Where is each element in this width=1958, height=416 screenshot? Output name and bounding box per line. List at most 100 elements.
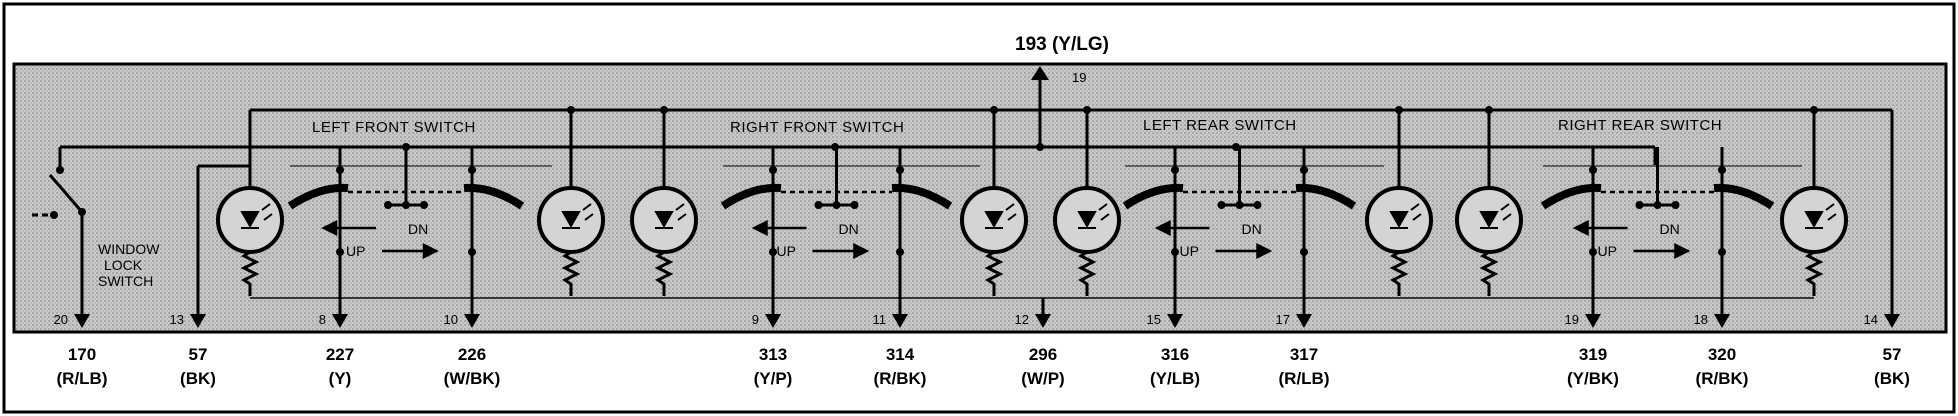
down-arrow-icon xyxy=(74,314,90,328)
down-arrow-icon xyxy=(1585,314,1601,328)
left-rear-switch-label: LEFT REAR SWITCH xyxy=(1143,117,1297,134)
pin-number: 15 xyxy=(1147,312,1161,327)
resistor-icon xyxy=(1389,250,1409,296)
window-lock-label-1: WINDOW xyxy=(98,241,160,257)
dn-label: DN xyxy=(839,221,859,237)
wire-number: 57 xyxy=(1883,345,1902,364)
up-arrow-icon xyxy=(1031,66,1049,80)
diode-icon xyxy=(984,211,1004,229)
down-arrow-icon xyxy=(1296,314,1312,328)
wire-color: (BK) xyxy=(180,369,216,388)
pin-number: 14 xyxy=(1864,312,1878,327)
indicator-lamp xyxy=(1053,110,1121,296)
wire-number: 316 xyxy=(1161,345,1189,364)
bottom-wire: 11 314 (R/BK) xyxy=(873,298,927,388)
wire-number: 319 xyxy=(1579,345,1607,364)
bottom-wire: 13 57 (BK) xyxy=(170,166,216,388)
wire-color: (Y) xyxy=(329,369,352,388)
window-lock-label-3: SWITCH xyxy=(98,273,153,289)
dn-label: DN xyxy=(408,221,428,237)
dn-label: DN xyxy=(1242,221,1262,237)
down-arrow-icon xyxy=(190,314,206,328)
right-front-switch-label: RIGHT FRONT SWITCH xyxy=(730,119,904,136)
wire-color: (W/P) xyxy=(1021,369,1064,388)
bottom-wires: 20 170 (R/LB) 13 57 (BK) 8 227 (Y) 10 226 (W/BK) 9 31… xyxy=(54,108,1910,388)
indicator-lamp xyxy=(1780,110,1848,296)
right-arrow-icon xyxy=(1633,242,1691,260)
left-front-switch-label: LEFT FRONT SWITCH xyxy=(312,119,476,136)
wire-number: 57 xyxy=(189,345,208,364)
resistor-icon xyxy=(1077,250,1097,296)
wire-color: (Y/P) xyxy=(754,369,793,388)
right-arrow-icon xyxy=(382,242,439,260)
pin-number: 8 xyxy=(319,312,326,327)
up-label: UP xyxy=(1180,243,1199,259)
diode-icon xyxy=(1077,211,1097,229)
wire-color: (W/BK) xyxy=(444,369,501,388)
right-rear-switch-label: RIGHT REAR SWITCH xyxy=(1558,117,1722,134)
right-arrow-icon xyxy=(1215,242,1273,260)
resistor-icon xyxy=(1479,250,1499,296)
resistor-icon xyxy=(984,250,1004,296)
bottom-wire: 15 316 (Y/LB) xyxy=(1147,298,1200,388)
wire-number: 296 xyxy=(1029,345,1057,364)
pin-number: 9 xyxy=(752,312,759,327)
pin-number: 18 xyxy=(1694,312,1708,327)
top-wire-label: 193 (Y/LG) xyxy=(1015,34,1109,55)
top-wire-pin: 19 xyxy=(1072,70,1086,85)
diode-icon xyxy=(1389,211,1409,229)
indicator-lamp xyxy=(630,110,698,296)
pin-number: 20 xyxy=(54,312,68,327)
resistor-icon xyxy=(1804,250,1824,296)
down-arrow-icon xyxy=(892,314,908,328)
wire-number: 313 xyxy=(759,345,787,364)
pin-number: 13 xyxy=(170,312,184,327)
diode-icon xyxy=(654,211,674,229)
bottom-wire: 10 226 (W/BK) xyxy=(444,298,501,388)
up-label: UP xyxy=(346,243,365,259)
resistor-icon xyxy=(240,250,260,296)
wire-number: 226 xyxy=(458,345,486,364)
wire-number: 317 xyxy=(1290,345,1318,364)
left-arrow-icon xyxy=(321,219,376,237)
wire-number: 314 xyxy=(886,345,915,364)
left-arrow-icon xyxy=(751,219,807,237)
wire-number: 227 xyxy=(326,345,354,364)
wire-color: (R/LB) xyxy=(1279,369,1330,388)
down-arrow-icon xyxy=(1884,314,1900,328)
down-arrow-icon xyxy=(332,314,348,328)
indicator-lamp xyxy=(960,110,1028,296)
up-label: UP xyxy=(1598,243,1617,259)
wire-color: (Y/LB) xyxy=(1150,369,1200,388)
indicator-lamp xyxy=(537,110,605,296)
indicator-lamp xyxy=(216,110,284,296)
left-arrow-icon xyxy=(1154,219,1210,237)
left-arrow-icon xyxy=(1572,219,1628,237)
rocker-switch: DN UP xyxy=(1122,147,1384,298)
wire-color: (R/BK) xyxy=(1696,369,1749,388)
indicator-lamp xyxy=(1455,110,1523,296)
wire-color: (BK) xyxy=(1874,369,1910,388)
window-lock-label-2: LOCK xyxy=(104,257,143,273)
rocker-switch: DN UP xyxy=(720,147,980,298)
pin-number: 19 xyxy=(1565,312,1579,327)
pin-number: 11 xyxy=(873,312,887,327)
resistor-icon xyxy=(561,250,581,296)
wire-number: 170 xyxy=(68,345,96,364)
bottom-wire: 8 227 (Y) xyxy=(319,298,354,388)
bottom-wire: 9 313 (Y/P) xyxy=(752,298,793,388)
resistor-icon xyxy=(654,250,674,296)
down-arrow-icon xyxy=(765,314,781,328)
indicator-lamp xyxy=(1365,110,1433,296)
window-lock-switch: WINDOW LOCK SWITCH xyxy=(32,166,160,305)
down-arrow-icon xyxy=(1714,314,1730,328)
bus-lines xyxy=(58,108,1814,168)
wire-color: (R/BK) xyxy=(874,369,927,388)
up-label: UP xyxy=(777,243,796,259)
pin-number: 10 xyxy=(444,312,458,327)
